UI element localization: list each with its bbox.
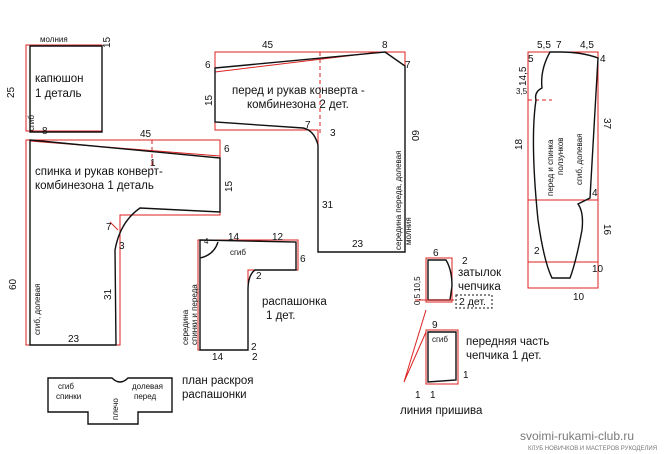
romper-side-3: сгиб, долевая <box>575 134 584 185</box>
front-dim-23: 23 <box>352 239 364 250</box>
front-title-1: перед и рукав конверта - <box>232 85 365 97</box>
back-dim-45: 45 <box>140 129 152 140</box>
bonnet-front-fold: сгиб <box>432 335 448 344</box>
front-dim-8: 8 <box>382 40 388 51</box>
romper-4b: 4 <box>592 188 598 199</box>
back-dim-7: 7 <box>106 222 112 233</box>
hood-dim-25: 25 <box>6 86 17 98</box>
front-dim-6: 6 <box>205 60 211 71</box>
romper-16: 16 <box>601 224 612 236</box>
plan-back: спинки <box>56 392 81 401</box>
bonnet-front-1b: 1 <box>415 390 421 401</box>
front-side-label: середина переда, долевая <box>394 151 403 250</box>
plan-fold: сгиб <box>58 382 74 391</box>
back-dim-23: 23 <box>68 334 80 345</box>
bonnet-front-seamline: линия пришива <box>400 405 483 417</box>
romper-2: 2 <box>534 246 540 257</box>
shirt-dim-12: 12 <box>272 232 284 243</box>
front-dim-7a: 7 <box>405 60 411 71</box>
bonnet-front-9: 9 <box>432 320 438 331</box>
back-title-2: комбинезона 1 деталь <box>35 180 154 192</box>
romper-35: 3,5 <box>516 87 528 96</box>
bonnet-back-05: 0,5 <box>413 293 422 305</box>
plan-title-2: распашонки <box>182 389 247 401</box>
front-dim-3: 3 <box>330 128 336 139</box>
romper-side-2: ползунков <box>556 137 565 175</box>
bonnet-back-count: 2 дет. <box>459 296 486 308</box>
plan-shoulder: плечо <box>111 398 120 420</box>
shirt-dim-4: 4 <box>204 237 209 246</box>
romper-45: 4,5 <box>580 40 594 51</box>
back-dim-3: 3 <box>119 241 125 252</box>
hood-piece: молния 15 25 сгиб 8 капюшон 1 деталь <box>6 35 113 137</box>
romper-55: 5,5 <box>537 40 551 51</box>
hood-dim-8: 8 <box>42 126 48 137</box>
romper-piece: 5,5 7 4,5 14,5 5 3,5 4 18 37 4 16 2 10 1… <box>514 40 612 303</box>
watermark-tagline: КЛУБ НОВИЧКОВ И МАСТЕРОВ РУКОДЕЛИЯ <box>528 446 657 452</box>
shirt-dim-6: 6 <box>300 254 306 265</box>
bonnet-back-piece: 6 2 10,5 0,5 затылок чепчика 2 дет. <box>413 248 502 309</box>
shirt-side-2: спинки и переда <box>190 284 199 345</box>
romper-37: 37 <box>601 118 612 130</box>
bonnet-back-title-1: затылок <box>458 267 502 279</box>
cutting-plan: сгиб спинки долевая перед плечо план рас… <box>47 375 253 425</box>
front-title-2: комбинезона 2 дет. <box>247 99 349 111</box>
shirt-fold: сгиб <box>230 248 246 257</box>
romper-5: 5 <box>528 54 534 65</box>
watermark-url: svoimi-rukami-club.ru <box>520 429 634 443</box>
hood-zip-label: молния <box>40 35 68 44</box>
bonnet-front-1c: 1 <box>430 390 436 401</box>
front-dim-45: 45 <box>262 40 274 51</box>
back-dim-60: 60 <box>8 278 19 290</box>
romper-18: 18 <box>514 138 525 150</box>
bonnet-back-title-2: чепчика <box>458 281 501 293</box>
romper-4: 4 <box>600 54 606 65</box>
romper-7: 7 <box>556 40 562 51</box>
front-dim-60: 60 <box>409 130 420 142</box>
romper-side-1: перед и спинка <box>546 139 555 196</box>
back-dim-6: 6 <box>224 144 230 155</box>
bonnet-front-1a: 1 <box>463 370 469 381</box>
front-sleeve-piece: 45 8 6 7 15 7 3 60 31 23 молния середина… <box>204 40 420 253</box>
bonnet-front-piece: 9 сгиб 1 1 1 передняя часть чепчика 1 де… <box>400 309 549 417</box>
shirt-side-1: середина <box>181 309 190 345</box>
shirt-dim-2c: 2 <box>252 352 258 363</box>
bonnet-front-title-1: передняя часть <box>466 336 549 348</box>
undershirt-piece: 14 12 4 сгиб 6 2 2 14 2 середина спинки … <box>181 232 327 363</box>
bonnet-front-title-2: чепчика 1 дет. <box>466 350 541 362</box>
back-dim-31: 31 <box>103 288 114 300</box>
back-title-1: спинка и рукав конверт- <box>35 166 163 178</box>
shirt-title-2: 1 дет. <box>266 310 296 322</box>
romper-10: 10 <box>592 264 604 275</box>
shirt-dim-2b: 2 <box>251 342 257 353</box>
shirt-dim-14a: 14 <box>228 232 240 243</box>
watermark: svoimi-rukami-club.ru КЛУБ НОВИЧКОВ И МА… <box>520 429 657 452</box>
hood-title-2: 1 деталь <box>35 88 82 100</box>
bonnet-back-6: 6 <box>433 248 439 259</box>
back-dim-15: 15 <box>224 180 235 192</box>
back-sleeve-piece: 45 1 6 15 7 3 60 31 23 сгиб, долевая спи… <box>8 129 235 346</box>
romper-10b: 10 <box>573 292 585 303</box>
hood-title-1: капюшон <box>35 73 84 85</box>
plan-grain: долевая <box>132 382 163 391</box>
front-dim-7b: 7 <box>305 120 311 131</box>
hood-fold: сгиб <box>27 115 36 131</box>
hood-dim-15: 15 <box>102 36 113 48</box>
shirt-dim-14b: 14 <box>212 352 224 363</box>
romper-145: 14,5 <box>518 66 529 86</box>
back-fold: сгиб, долевая <box>33 284 42 335</box>
bonnet-back-2: 2 <box>462 256 468 267</box>
back-dim-1: 1 <box>150 158 156 169</box>
bonnet-back-105: 10,5 <box>413 276 422 292</box>
shirt-title-1: распашонка <box>262 296 327 308</box>
front-zip: молния <box>404 217 413 245</box>
front-dim-31: 31 <box>322 200 334 211</box>
shirt-dim-2a: 2 <box>256 271 262 282</box>
plan-front: перед <box>134 392 157 401</box>
front-dim-15: 15 <box>204 94 215 106</box>
plan-title-1: план раскроя <box>182 375 253 387</box>
